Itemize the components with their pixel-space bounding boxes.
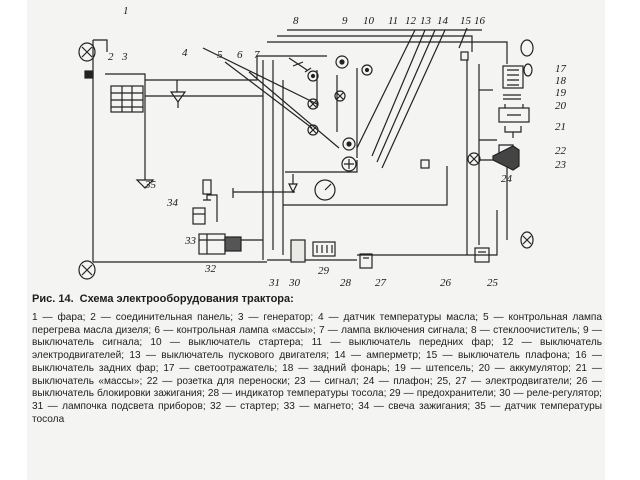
- motor-switch-icon: [342, 137, 356, 151]
- wire-diag-13: [376, 29, 436, 163]
- label-15: 15: [460, 15, 472, 27]
- wire-to-panel: [285, 160, 358, 173]
- electric-motor-icon: [359, 253, 373, 269]
- label-24: 24: [501, 173, 513, 185]
- label-11: 11: [388, 15, 398, 27]
- wire-diag-14: [381, 29, 446, 169]
- book-page: 1 2 3 4 5 6 7 8 9 10 11 12 13 14 15 16 1…: [27, 0, 605, 480]
- figure-caption: Рис. 14. Схема электрооборудования тракто…: [32, 293, 602, 427]
- connection-panel-icon: [84, 70, 94, 79]
- wire-diag-15: [458, 27, 468, 49]
- wire-top-bus: [267, 41, 508, 64]
- label-2: 2: [108, 51, 114, 63]
- label-22: 22: [555, 145, 567, 157]
- label-26: 26: [440, 277, 452, 289]
- label-8: 8: [293, 15, 299, 27]
- warning-lamp-icon: [307, 124, 319, 136]
- label-21: 21: [555, 121, 566, 133]
- label-9: 9: [342, 15, 348, 27]
- figure-title-line: Рис. 14. Схема электрооборудования тракто…: [32, 293, 602, 306]
- dome-light-icon: [467, 152, 481, 166]
- wire-diag-7: [248, 71, 340, 149]
- signal-switch-icon: [307, 70, 319, 82]
- label-32: 32: [204, 263, 217, 275]
- battery-icon: [498, 104, 530, 123]
- horn-icon: [492, 145, 520, 171]
- label-1: 1: [123, 5, 129, 17]
- label-10: 10: [363, 15, 375, 27]
- label-23: 23: [555, 159, 567, 171]
- label-4: 4: [182, 47, 188, 59]
- label-5: 5: [217, 49, 223, 61]
- reflector-icon: [523, 63, 533, 77]
- magneto-icon: [192, 207, 206, 225]
- label-20: 20: [555, 100, 567, 112]
- starter-switch-icon: [335, 55, 349, 69]
- label-12: 12: [405, 15, 417, 27]
- oil-temp-sensor-icon: [169, 91, 187, 108]
- warning-lamp-icon: [307, 98, 319, 110]
- wire-diag-11: [356, 29, 416, 149]
- label-18: 18: [555, 75, 567, 87]
- rear-headlight-icon: [520, 39, 534, 57]
- wire-magneto-link: [207, 194, 218, 222]
- figure-legend: 1 — фара; 2 — соединительная панель; 3 —…: [32, 311, 602, 425]
- wire-lower-bus: [283, 166, 448, 206]
- label-31: 31: [268, 277, 280, 289]
- signal-lamp-icon: [334, 90, 346, 102]
- wire-harness-top2: [145, 55, 327, 81]
- coolant-indicator-icon: [314, 179, 336, 201]
- ammeter-icon: [341, 156, 357, 172]
- label-27: 27: [375, 277, 387, 289]
- fuse-box-icon: [312, 241, 336, 257]
- socket-icon: [503, 94, 521, 100]
- generator-icon: [110, 85, 144, 113]
- figure-number: Рис. 14.: [32, 293, 74, 305]
- tail-lamp-icon: [502, 65, 524, 89]
- headlight-switch-icon: [361, 64, 373, 76]
- figure-title: Схема электрооборудования трактора:: [79, 293, 294, 305]
- starter-motor-icon: [198, 233, 242, 255]
- headlight-icon: [78, 260, 96, 280]
- rear-headlight-icon: [520, 231, 534, 249]
- label-14: 14: [437, 15, 449, 27]
- label-6: 6: [237, 49, 243, 61]
- wire-top-bus2: [277, 35, 473, 52]
- rear-light-switch-icon: [460, 51, 469, 61]
- electric-motor-icon: [474, 247, 490, 263]
- wire-diag-4: [202, 47, 318, 105]
- label-17: 17: [555, 63, 567, 75]
- label-30: 30: [288, 277, 301, 289]
- label-16: 16: [474, 15, 486, 27]
- label-35: 35: [144, 179, 157, 191]
- spark-plug-icon: [202, 179, 212, 201]
- wire-bottom-right: [357, 210, 498, 256]
- mass-switch-icon: [504, 126, 522, 138]
- label-13: 13: [420, 15, 432, 27]
- label-29: 29: [318, 265, 330, 277]
- label-3: 3: [121, 51, 128, 63]
- coolant-temp-sensor-icon: [135, 176, 155, 189]
- wire-left-top: [93, 39, 108, 52]
- ignition-lock-switch-icon: [420, 159, 430, 169]
- headlight-icon: [78, 42, 96, 62]
- voltage-regulator-icon: [290, 239, 306, 263]
- wiper-icon: [288, 57, 312, 73]
- instrument-lamp-icon: [288, 174, 298, 194]
- label-33: 33: [184, 235, 197, 247]
- label-19: 19: [555, 87, 567, 99]
- wire-diag-5: [224, 61, 313, 129]
- label-7: 7: [254, 49, 260, 61]
- label-34: 34: [166, 197, 179, 209]
- wiring-diagram: 1 2 3 4 5 6 7 8 9 10 11 12 13 14 15 16 1…: [78, 5, 567, 289]
- wire-harness-top: [105, 73, 146, 96]
- label-25: 25: [487, 277, 499, 289]
- wire-diag-12: [371, 29, 426, 157]
- label-28: 28: [340, 277, 352, 289]
